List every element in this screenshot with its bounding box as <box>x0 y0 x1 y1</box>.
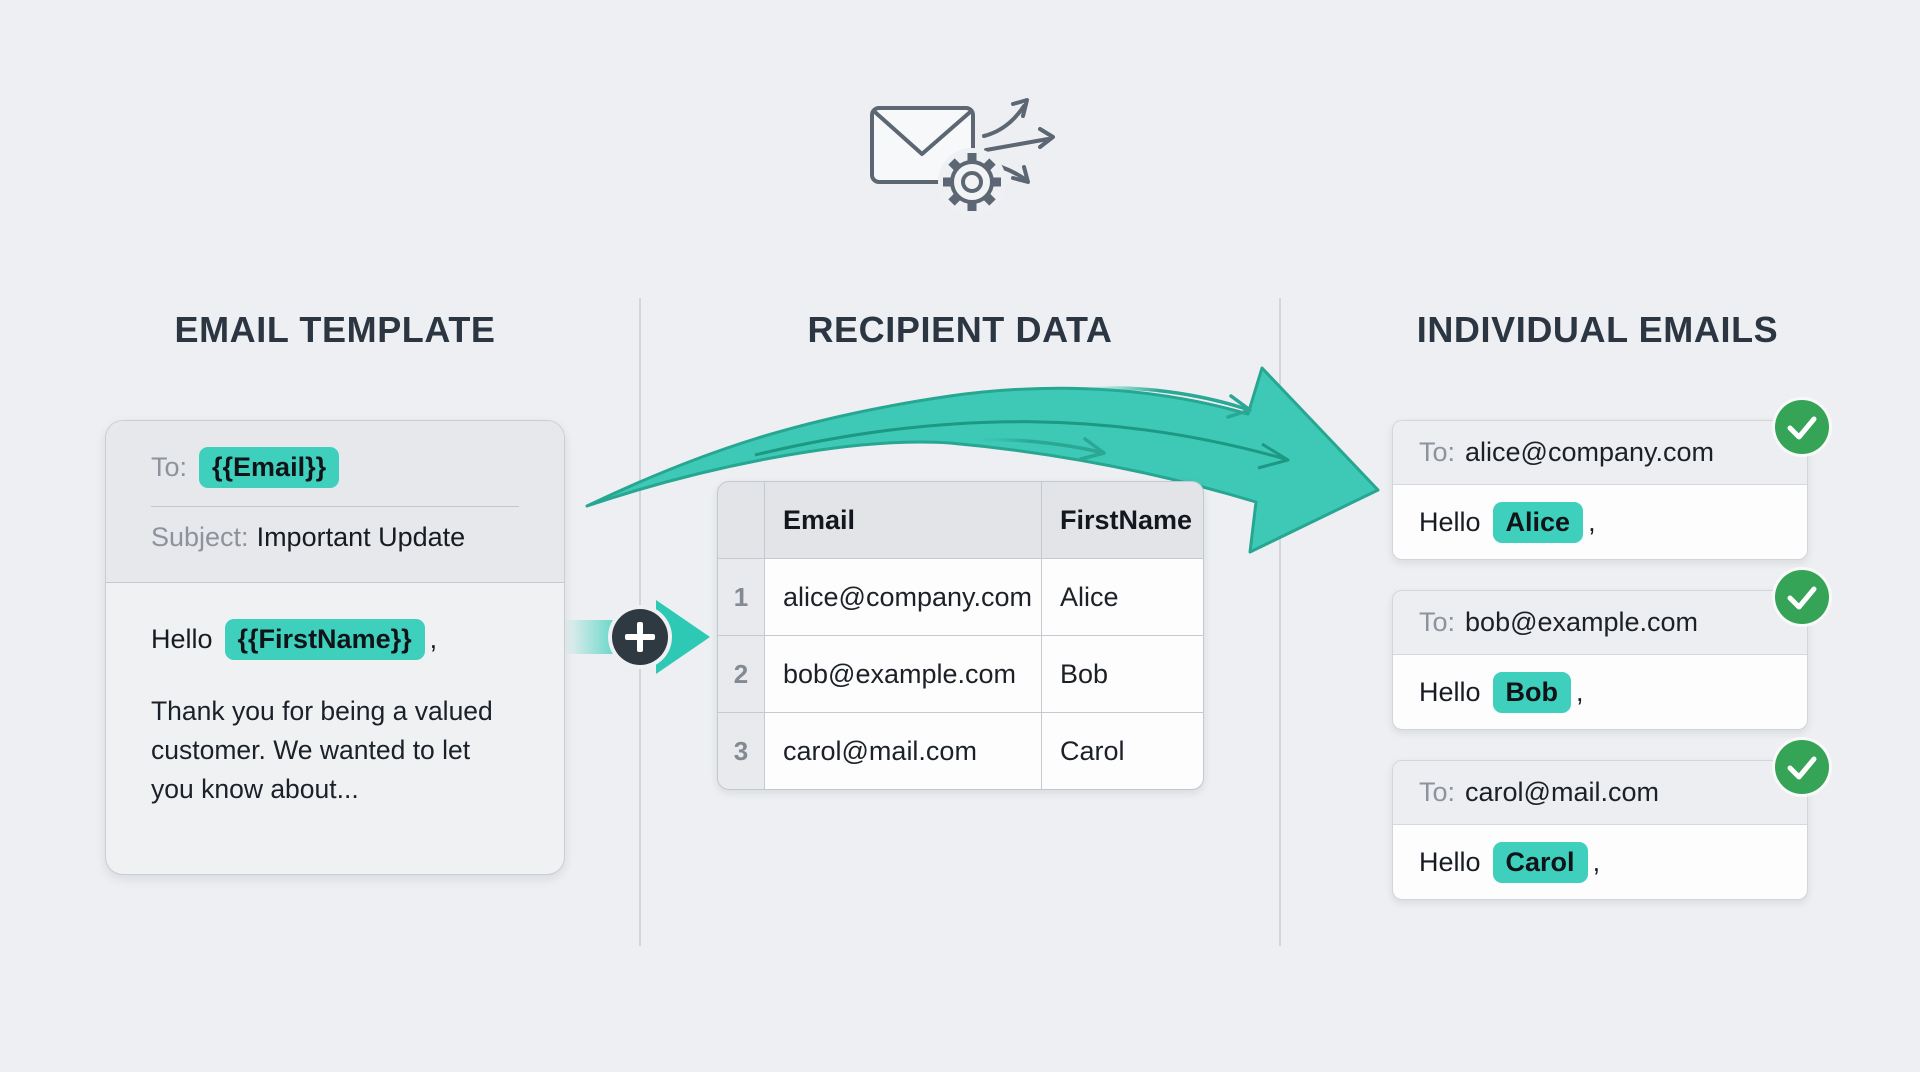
greeting-prefix: Hello <box>151 624 213 654</box>
to-label: To: <box>1419 777 1456 807</box>
cell-firstname: Bob <box>1042 636 1203 712</box>
big-arrow-inner-line <box>754 420 1286 461</box>
row-number: 3 <box>718 713 764 789</box>
column-header-firstname: FirstName <box>1042 482 1203 558</box>
template-card-body: Hello {{FirstName}} , Thank you for bein… <box>106 583 564 809</box>
recipient-name-chip: Bob <box>1492 671 1572 713</box>
recipient-name-chip: Carol <box>1492 841 1588 883</box>
template-card-header: To: {{Email}} Subject:Important Update <box>106 421 564 583</box>
individual-email-card: To: bob@example.com Hello Bob , <box>1392 570 1829 730</box>
cell-email: bob@example.com <box>765 636 1041 712</box>
header-divider <box>151 506 519 507</box>
fanout-arrows-icon <box>982 98 1055 184</box>
envelope-gear-fanout-icon <box>870 98 1055 216</box>
template-body-text: Thank you for being a valued customer. W… <box>151 696 493 804</box>
to-label: To: <box>1419 607 1456 637</box>
motion-arrow-upper <box>1086 386 1252 419</box>
to-value: carol@mail.com <box>1465 777 1659 807</box>
cell-email: carol@mail.com <box>765 713 1041 789</box>
greeting-prefix: Hello <box>1419 676 1481 707</box>
template-column-title: EMAIL TEMPLATE <box>174 309 496 350</box>
to-value: alice@company.com <box>1465 437 1715 467</box>
greeting-prefix: Hello <box>1419 506 1481 537</box>
individual-email-card: To: alice@company.com Hello Alice , <box>1392 400 1829 560</box>
greeting-punctuation: , <box>429 624 438 654</box>
column-header-email: Email <box>765 482 1041 558</box>
greeting-punctuation: , <box>1592 846 1601 877</box>
cell-firstname: Alice <box>1042 559 1203 635</box>
check-icon <box>1775 400 1829 454</box>
to-label: To: <box>1419 437 1456 467</box>
emails-column-title: INDIVIDUAL EMAILS <box>1416 309 1779 350</box>
check-icon <box>1775 570 1829 624</box>
recipient-column-title: RECIPIENT DATA <box>807 309 1113 350</box>
email-variable-chip: {{Email}} <box>199 447 340 488</box>
row-number: 2 <box>718 636 764 712</box>
to-label: To: <box>151 452 188 482</box>
recipient-name-chip: Alice <box>1492 501 1584 543</box>
to-value: bob@example.com <box>1465 607 1699 637</box>
firstname-variable-chip: {{FirstName}} <box>224 619 425 660</box>
email-template-card: To: {{Email}} Subject:Important Update H… <box>105 420 565 875</box>
row-number: 1 <box>718 559 764 635</box>
gear-icon <box>938 148 1006 216</box>
plus-icon <box>612 609 668 665</box>
table-corner-cell <box>718 482 764 558</box>
cell-email: alice@company.com <box>765 559 1041 635</box>
greeting-prefix: Hello <box>1419 846 1481 877</box>
greeting-punctuation: , <box>1576 676 1584 707</box>
recipient-data-table: Email FirstName 1 alice@company.com Alic… <box>717 481 1204 790</box>
greeting-punctuation: , <box>1588 506 1596 537</box>
subject-label: Subject: <box>151 522 249 552</box>
individual-email-card: To: carol@mail.com Hello Carol , <box>1392 740 1829 900</box>
column-divider <box>1279 298 1281 946</box>
check-icon <box>1775 740 1829 794</box>
motion-arrow-lower <box>963 437 1106 461</box>
cell-firstname: Carol <box>1042 713 1203 789</box>
subject-value: Important Update <box>256 522 466 552</box>
merge-connector-tail <box>564 620 616 654</box>
